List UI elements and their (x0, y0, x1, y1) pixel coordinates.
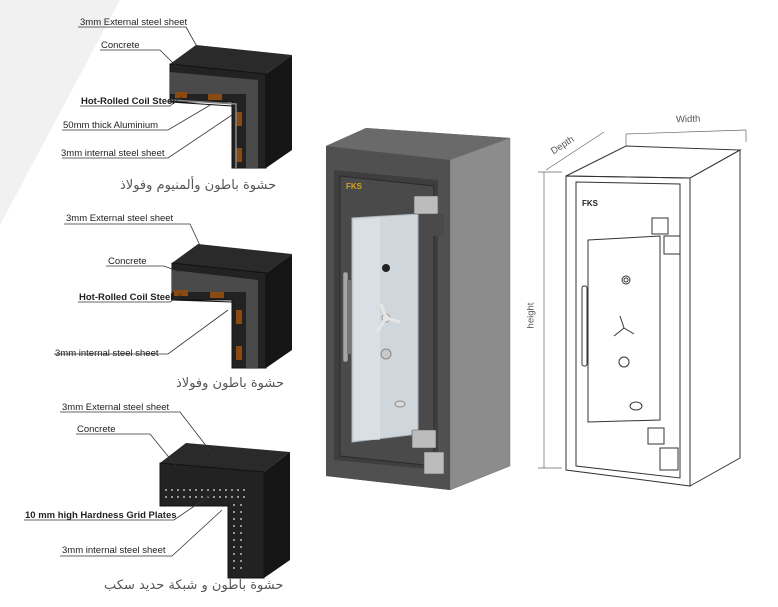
label-external-sheet-2: 3mm External steel sheet (66, 213, 174, 224)
grid-plate-dots (165, 489, 245, 569)
caption-1: حشوة باطون وألمنيوم وفولاذ (120, 178, 277, 193)
label-external-sheet-1: 3mm External steel sheet (80, 17, 188, 28)
height-label: height (525, 302, 537, 329)
label-coil-steel-2: Hot-Rolled Coil Steel (79, 292, 173, 303)
label-grid-plates-3: 10 mm high Hardness Grid Plates (25, 510, 177, 521)
label-concrete-3: Concrete (77, 424, 116, 435)
label-aluminium-1: 50mm thick Aluminium (63, 120, 159, 131)
label-internal-sheet-3: 3mm internal steel sheet (62, 545, 166, 556)
bottom-hinge (411, 429, 437, 449)
caption-3: حشوة باطون و شبكة حديد سكب (104, 578, 284, 593)
safe-brand-logo: FKS (346, 182, 363, 191)
drawing-brand-logo: FKS (582, 199, 599, 208)
caption-2: حشوة باطون وفولاذ (176, 376, 285, 391)
label-internal-sheet-2: 3mm internal steel sheet (55, 348, 159, 359)
panel-2-cross-section (171, 244, 292, 369)
width-label: Width (675, 113, 701, 126)
background-triangle (0, 0, 120, 225)
label-concrete-2: Concrete (108, 256, 147, 267)
label-coil-steel-1: Hot-Rolled Coil Steel (81, 96, 175, 107)
dial-lock (380, 348, 392, 360)
key-lock (382, 264, 390, 272)
panel-3-cross-section (159, 443, 290, 579)
panel-1-cross-section (169, 45, 292, 169)
label-concrete-1: Concrete (101, 40, 140, 51)
label-internal-sheet-1: 3mm internal steel sheet (61, 148, 165, 159)
label-external-sheet-3: 3mm External steel sheet (62, 402, 170, 413)
